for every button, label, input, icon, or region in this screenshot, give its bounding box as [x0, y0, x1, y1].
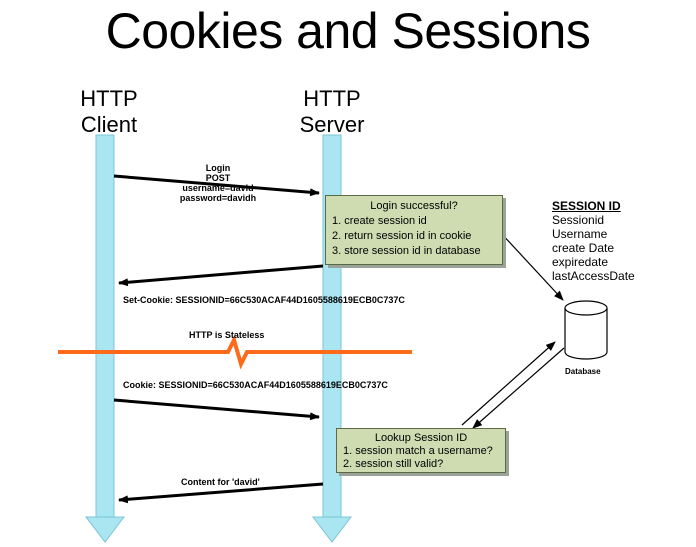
- content-response-arrow: [118, 482, 324, 504]
- session-field: lastAccessDate: [552, 269, 635, 283]
- session-field: expiredate: [552, 255, 609, 269]
- session-field: create Date: [552, 241, 615, 255]
- server-heading-line1: HTTP: [303, 86, 361, 111]
- login-box-item: 2. return session id in cookie: [332, 230, 472, 242]
- login-successful-box: Login successful? 1. create session id 2…: [325, 195, 503, 265]
- lookup-result-arrow: [472, 347, 565, 429]
- login-request-arrow: [113, 174, 320, 197]
- session-id-header: SESSION ID: [552, 199, 621, 213]
- login-request-line: username=david: [182, 183, 254, 193]
- stateless-label: HTTP is Stateless: [189, 330, 265, 340]
- set-cookie-arrow: [118, 264, 324, 287]
- login-request-line: Login: [205, 163, 231, 173]
- client-heading-line1: HTTP: [80, 86, 138, 111]
- lookup-box-item: 2. session still valid?: [343, 458, 444, 470]
- server-heading-line2: Server: [299, 112, 365, 137]
- content-label: Content for 'david': [181, 477, 260, 487]
- server-heading: HTTP Server: [294, 86, 370, 138]
- database-icon: [564, 300, 608, 360]
- page-title: Cookies and Sessions: [105, 3, 591, 59]
- client-heading: HTTP Client: [74, 86, 144, 138]
- lookup-box-title: Lookup Session ID: [374, 432, 468, 444]
- cookie-request-arrow: [113, 398, 320, 421]
- database-label: Database: [565, 367, 601, 376]
- store-session-arrow: [499, 231, 564, 301]
- lookup-query-arrow: [461, 341, 556, 426]
- login-box-item: 3. store session id in database: [332, 245, 481, 257]
- session-field: Username: [552, 227, 608, 241]
- login-box-title: Login successful?: [370, 200, 458, 212]
- client-lifeline: [84, 134, 126, 543]
- login-request-line: password=davidh: [179, 193, 257, 203]
- session-id-fields: SESSION ID Sessionid Username create Dat…: [552, 199, 635, 283]
- lookup-box-item: 1. session match a username?: [343, 445, 493, 457]
- cookie-label: Cookie: SESSIONID=66C530ACAF44D160558861…: [123, 380, 388, 390]
- login-request-label: Login POST username=david password=david…: [178, 163, 258, 203]
- session-field: Sessionid: [552, 213, 605, 227]
- login-request-line: POST: [205, 173, 231, 183]
- set-cookie-label: Set-Cookie: SESSIONID=66C530ACAF44D16055…: [123, 295, 405, 305]
- stateless-break-line: [58, 334, 412, 370]
- login-box-item: 1. create session id: [332, 215, 427, 227]
- client-heading-line2: Client: [80, 112, 138, 137]
- lookup-session-box: Lookup Session ID 1. session match a use…: [336, 428, 506, 473]
